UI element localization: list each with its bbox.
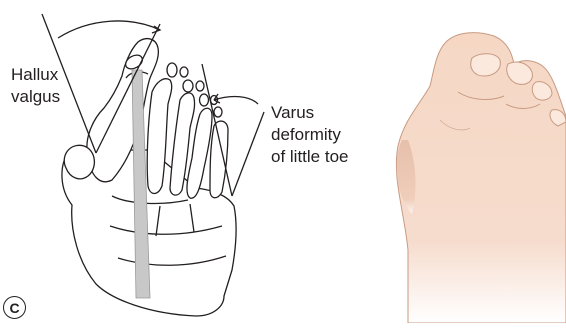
varus-label-line2: deformity: [271, 124, 349, 146]
varus-label-line1: Varus: [271, 102, 349, 124]
hallux-valgus-label: Hallux valgus: [11, 64, 60, 108]
varus-deformity-label: Varus deformity of little toe: [271, 102, 349, 168]
flesh-foot: [396, 33, 566, 323]
hallux-label-line2: valgus: [11, 86, 60, 108]
varus-label-line3: of little toe: [271, 146, 349, 168]
hallux-label-line1: Hallux: [11, 64, 60, 86]
panel-letter-badge: C: [3, 296, 26, 319]
